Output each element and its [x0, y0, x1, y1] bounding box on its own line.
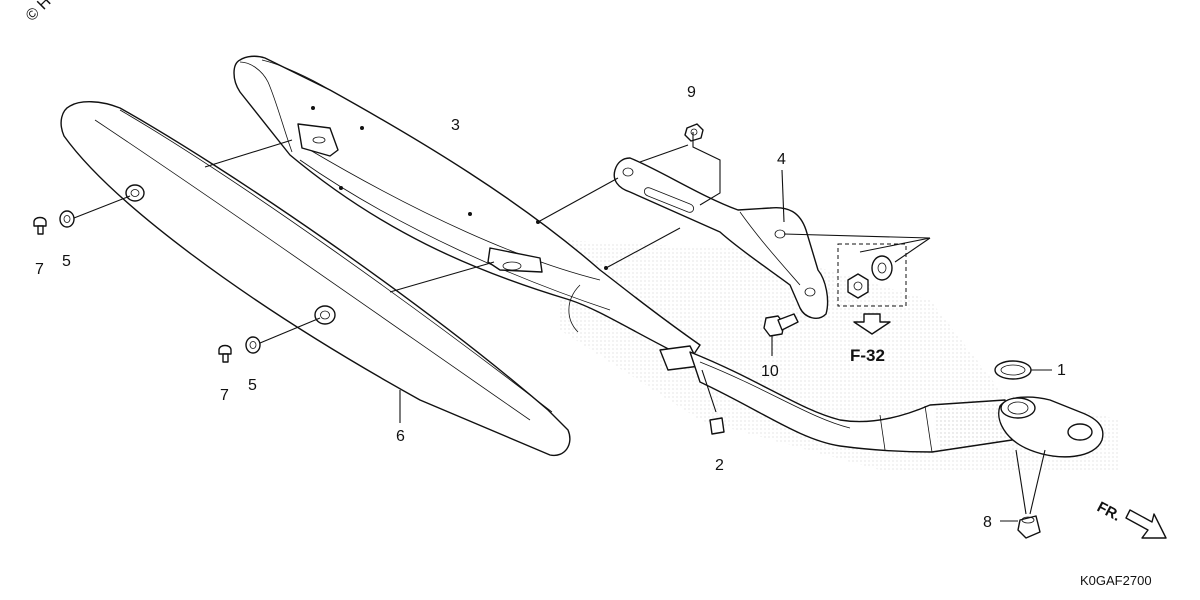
callout-7-lower: 7 [220, 387, 229, 404]
guard-hole-lower [314, 305, 336, 325]
callout-3: 3 [451, 117, 460, 134]
leader-lines [73, 132, 1052, 522]
front-direction-arrow [1125, 509, 1167, 539]
callout-7-upper: 7 [35, 261, 44, 278]
grommet-5-upper [59, 210, 75, 228]
callout-6: 6 [396, 428, 405, 445]
diagram-code: K0GAF2700 [1080, 573, 1152, 588]
callout-5-upper: 5 [62, 253, 71, 270]
muffler-body [233, 55, 701, 371]
flange-nut-9 [684, 123, 704, 142]
front-label: FR. [1094, 499, 1123, 525]
screw-7-lower [218, 344, 232, 363]
cap-nut-8 [1017, 515, 1041, 539]
callout-2: 2 [715, 457, 724, 474]
screw-7-upper [33, 216, 47, 235]
detail-box [837, 243, 907, 307]
heat-guard-cover [60, 101, 571, 457]
exhaust-pipe [689, 351, 1104, 458]
guard-hole-upper [125, 184, 145, 202]
flange-bolt-10 [763, 313, 799, 337]
reference-label: F-32 [850, 346, 885, 365]
reference-arrow [853, 313, 891, 335]
callout-8: 8 [983, 514, 992, 531]
callouts: 1 2 3 4 5 5 6 7 7 8 9 10 F-32 FR. K0GAF2… [35, 84, 1152, 588]
callout-9: 9 [687, 84, 696, 101]
callout-1: 1 [1057, 362, 1066, 379]
callout-10: 10 [761, 363, 779, 380]
copyright-mark: © H [23, 0, 55, 25]
callout-4: 4 [777, 151, 786, 168]
grommet-5-lower [245, 336, 261, 354]
callout-5-lower: 5 [248, 377, 257, 394]
exhaust-gasket-1 [994, 360, 1032, 380]
